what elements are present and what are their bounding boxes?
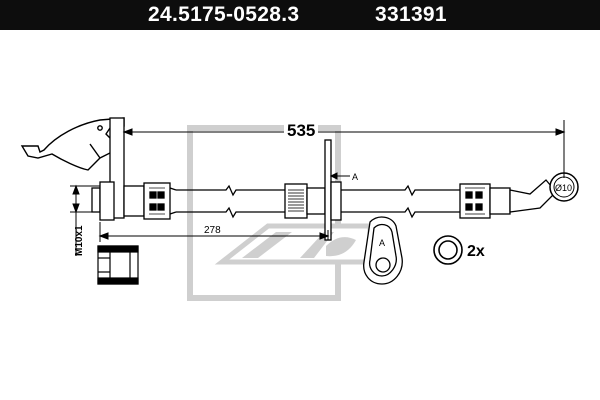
thread-label: M10x1: [74, 225, 85, 256]
thread-dimension: [70, 184, 100, 256]
overall-length-label-bg: [284, 121, 318, 139]
hose-segment-right: [341, 184, 460, 219]
fitting-diameter-label: Ø10: [555, 183, 572, 193]
right-end-fitting: [459, 172, 579, 219]
section-marker: [329, 172, 350, 180]
reference-number: 331391: [375, 3, 447, 26]
overall-length-label: 535: [287, 121, 315, 140]
title-bar: 24.5175-0528.3 331391: [0, 0, 600, 30]
ate-logo-watermark: [187, 125, 373, 301]
hose-segment-left: [176, 184, 285, 219]
detail-a-banjo-view: [363, 216, 403, 285]
sealing-washer: [433, 235, 463, 265]
partial-length-label: 278: [204, 225, 221, 236]
detail-marker-label: A: [379, 238, 385, 248]
left-end-fitting: [91, 117, 177, 221]
section-marker-label: A: [352, 172, 358, 182]
part-number: 24.5175-0528.3: [148, 3, 300, 26]
partial-length-dimension: [98, 222, 330, 242]
mounting-bracket: [20, 117, 125, 171]
thread-section-detail: [97, 245, 139, 285]
center-fitting: [284, 139, 342, 241]
washer-quantity: 2x: [467, 243, 485, 260]
overall-length-dimension: [122, 120, 566, 178]
